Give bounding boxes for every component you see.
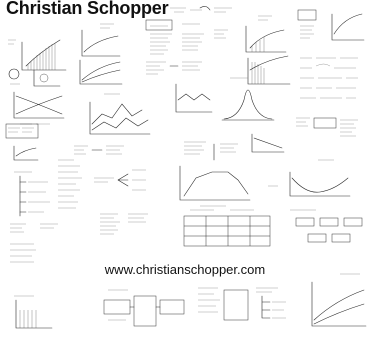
sketch-dip-chart — [268, 159, 351, 197]
sketch-process-list — [100, 213, 148, 235]
sketch-lines-chart — [79, 59, 123, 85]
sketch-arrow-list — [74, 145, 124, 155]
sketch-crossing-curves — [13, 91, 65, 125]
sketch-tree-diagram — [14, 171, 50, 217]
sketch-box-tree — [290, 209, 363, 243]
sketch-line-down — [251, 133, 285, 153]
page-title: Christian Schopper — [6, 0, 169, 18]
sketch-list-left — [10, 223, 58, 263]
sketch-small-curve — [81, 23, 121, 57]
sketch-small-table — [5, 123, 39, 161]
sketch-s-curve-chart — [245, 15, 287, 53]
sketch-box-curve — [297, 9, 365, 41]
website-url: www.christianschopper.com — [104, 262, 266, 277]
sketch-grid-table — [183, 209, 271, 247]
sketch-branch-diagram — [94, 169, 146, 191]
sketch-step-chart — [175, 83, 213, 113]
sketch-hatched-area-chart — [8, 39, 67, 71]
sketch-bottom-curves — [311, 273, 367, 327]
sketch-flow-list — [146, 61, 202, 75]
sketch-plateau-chart — [179, 165, 251, 207]
sketch-bracket-list — [184, 141, 238, 161]
sketch-bell-curve — [221, 77, 275, 121]
sketch-list-block — [145, 19, 228, 55]
sketch-bullet-list — [58, 159, 82, 209]
sketch-zigzag-chart — [89, 93, 151, 135]
sketch-annotated-curve — [170, 6, 232, 13]
sketch-bottom-tree — [256, 287, 286, 319]
sketch-bottom-list — [198, 287, 249, 321]
sketch-formula-block — [300, 57, 358, 99]
sketch-circle-diagram — [8, 68, 61, 87]
sketch-hatched-bars — [247, 55, 291, 85]
sketch-right-list — [296, 117, 358, 137]
sketch-flow-boxes — [103, 289, 185, 327]
sketch-hatched-rect — [14, 295, 53, 329]
